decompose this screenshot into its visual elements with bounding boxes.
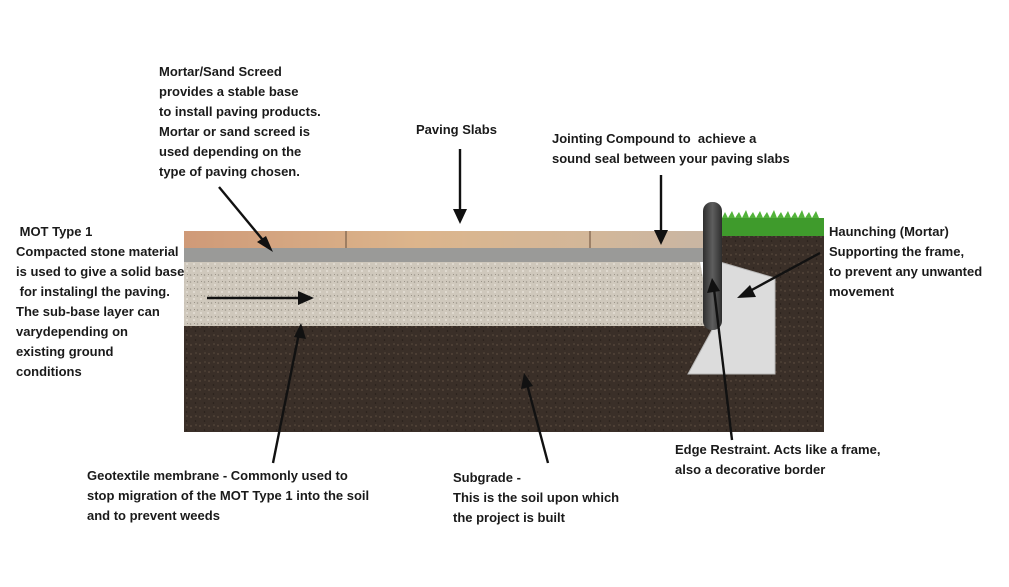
label-line: stop migration of the MOT Type 1 into th… [87, 488, 370, 503]
label-line: the project is built [453, 510, 565, 525]
label-screed: Mortar/Sand Screed provides a stable bas… [159, 62, 321, 182]
label-line: Mortar or sand screed is [159, 124, 310, 139]
label-line: MOT Type 1 [16, 224, 93, 239]
label-line: Paving Slabs [416, 122, 497, 137]
label-line: existing ground [16, 344, 114, 359]
edge-restraint [703, 202, 722, 330]
label-mot-type1: MOT Type 1 Compacted stone material is u… [16, 222, 184, 382]
label-line: This is the soil upon which [453, 490, 620, 505]
label-line: Edge Restraint. Acts like a frame, [675, 442, 881, 457]
arrow-icon [207, 291, 314, 305]
label-line: type of paving chosen. [159, 164, 300, 179]
label-line: varydepending on [16, 324, 128, 339]
label-line: Compacted stone material [16, 244, 179, 259]
label-line: sound seal between your paving slabs [552, 151, 790, 166]
label-line: for instalingl the paving. [16, 284, 170, 299]
label-geotextile: Geotextile membrane - Commonly used to s… [87, 466, 369, 526]
label-line: Supporting the frame, [829, 244, 965, 259]
arrow-icon [737, 251, 821, 298]
label-line: Jointing Compound to achieve a [552, 131, 757, 146]
label-haunching: Haunching (Mortar) Supporting the frame,… [829, 222, 982, 302]
arrow-icon [654, 175, 668, 245]
arrow-icon [453, 149, 467, 224]
grass-strip [722, 218, 824, 236]
label-jointing-compound: Jointing Compound to achieve a sound sea… [552, 129, 790, 169]
screed-layer [184, 247, 704, 262]
label-subgrade: Subgrade - This is the soil upon which t… [453, 468, 619, 528]
label-line: to prevent any unwanted [829, 264, 983, 279]
label-line: conditions [16, 364, 82, 379]
label-line: used depending on the [159, 144, 302, 159]
mot-type1-sub-base [184, 262, 712, 326]
label-line: Geotextile membrane - Commonly used to [87, 468, 348, 483]
label-line: Haunching (Mortar) [829, 224, 949, 239]
label-line: movement [829, 284, 895, 299]
label-line: to install paving products. [159, 104, 321, 119]
label-edge-restraint: Edge Restraint. Acts like a frame, also … [675, 440, 880, 480]
label-paving-slabs: Paving Slabs [416, 120, 497, 140]
arrow-group [207, 149, 821, 464]
label-line: Subgrade - [453, 470, 521, 485]
label-line: is used to give a solid base [16, 264, 185, 279]
arrow-icon [521, 373, 550, 464]
label-line: The sub-base layer can [16, 304, 160, 319]
arrow-icon [218, 186, 273, 252]
grass-blades [722, 210, 819, 218]
paving-slabs [184, 231, 704, 248]
label-line: Mortar/Sand Screed [159, 64, 282, 79]
arrow-icon [271, 323, 306, 464]
label-line: provides a stable base [159, 84, 299, 99]
label-line: also a decorative border [675, 462, 826, 477]
arrow-icon [707, 278, 734, 441]
label-line: and to prevent weeds [87, 508, 220, 523]
